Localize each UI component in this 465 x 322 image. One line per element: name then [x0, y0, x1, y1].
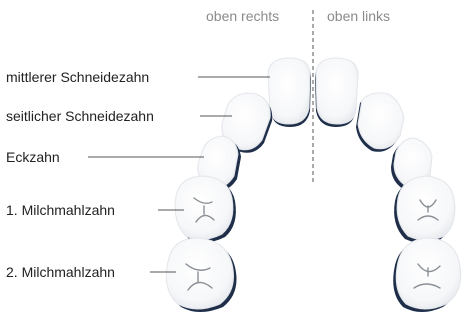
first-primary-molar-left-icon — [394, 176, 455, 243]
upper-right-label: oben rechts — [206, 8, 279, 24]
central-incisor-right-icon — [268, 58, 311, 127]
lateral-incisor-left-icon — [356, 93, 404, 152]
second-primary-molar-left-icon — [393, 238, 461, 312]
lateral-incisor-label: seitlicher Schneidezahn — [6, 108, 154, 124]
canine-label: Eckzahn — [6, 149, 60, 165]
first-primary-molar-right-icon — [175, 176, 236, 243]
second-primary-molar-right-icon — [166, 238, 236, 312]
upper-left-label: oben links — [327, 8, 390, 24]
central-incisor-left-icon — [315, 58, 358, 127]
central-incisor-label: mittlerer Schneidezahn — [6, 69, 149, 85]
second-primary-molar-label: 2. Milchmahlzahn — [6, 264, 115, 280]
first-primary-molar-label: 1. Milchmahlzahn — [6, 202, 115, 218]
